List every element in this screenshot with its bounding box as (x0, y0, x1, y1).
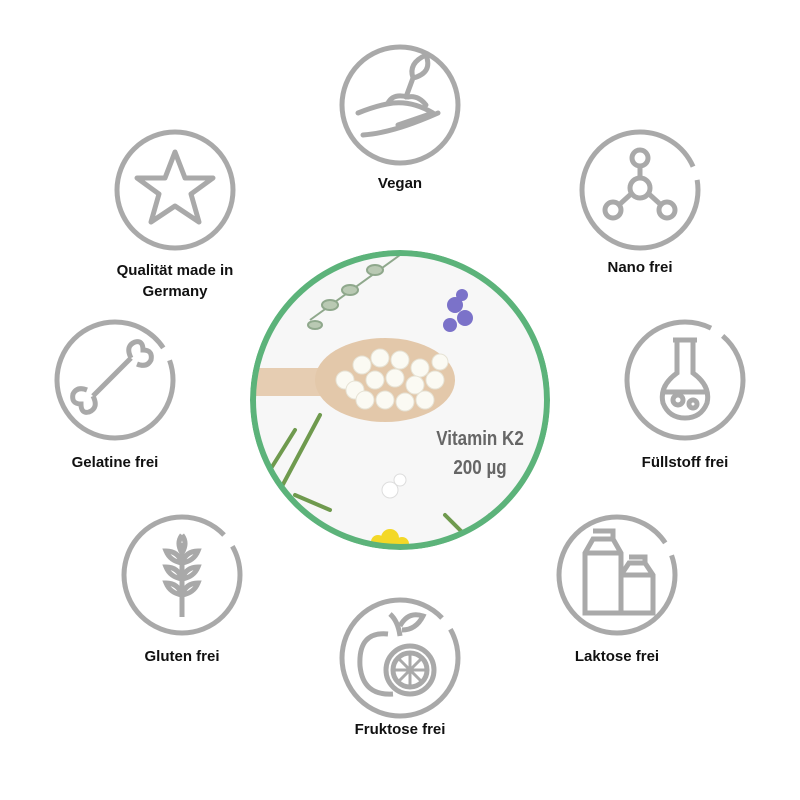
feature-label-gluten: Gluten frei (144, 648, 220, 665)
product-name: Vitamin K2 (436, 428, 524, 450)
product-photo-circle (250, 250, 550, 550)
star-icon (114, 129, 236, 251)
wheat-icon (121, 514, 243, 636)
product-dosage: 200 µg (453, 457, 507, 479)
hand-sprout-icon (339, 44, 461, 166)
feature-label-quality: Qualität made in Germany (116, 262, 234, 300)
flask-icon (624, 319, 746, 441)
feature-label-laktose: Laktose frei (574, 648, 660, 665)
bone-icon (54, 319, 176, 441)
feature-label-fuellstoff: Füllstoff frei (641, 454, 729, 471)
milk-carton-icon (556, 514, 678, 636)
fruit-icon (339, 597, 461, 719)
molecule-icon (579, 129, 701, 251)
feature-label-gelatine: Gelatine frei (71, 454, 159, 471)
feature-label-vegan: Vegan (377, 175, 423, 192)
product-title: Vitamin K2 200 µg (429, 425, 531, 483)
feature-label-nano: Nano frei (607, 259, 673, 276)
feature-label-fruktose: Fruktose frei (354, 721, 446, 738)
